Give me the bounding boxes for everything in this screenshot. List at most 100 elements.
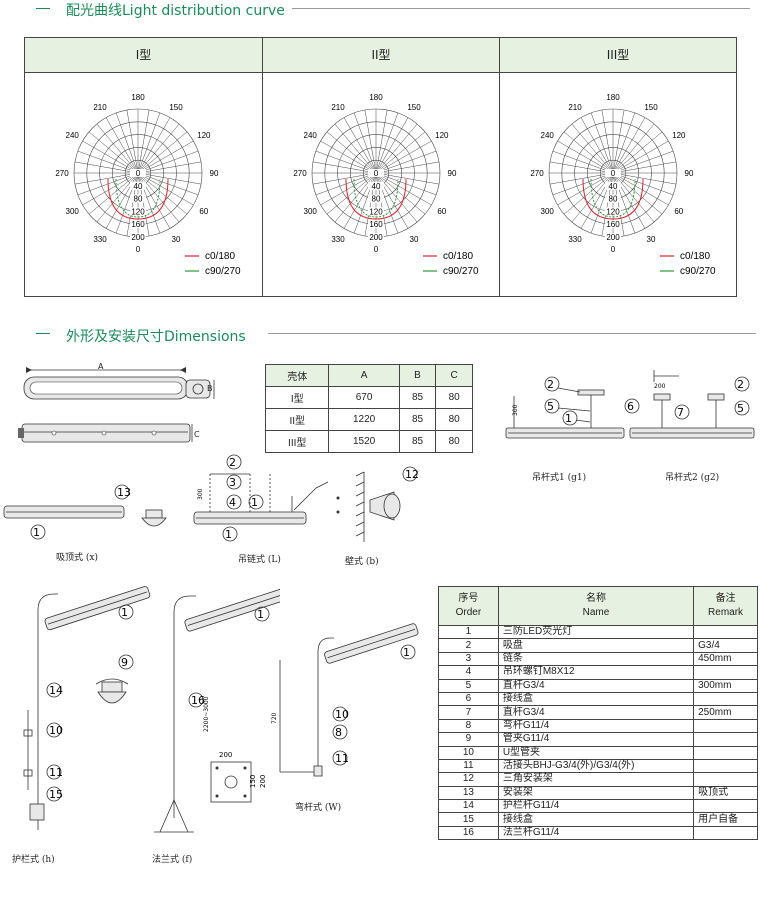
parts-order-cell: 5	[438, 678, 499, 693]
angle-label: 300	[304, 207, 318, 216]
bent-pole-w-drawing: 1 10 8 11 720	[271, 623, 419, 777]
radial-label: 120	[131, 207, 145, 216]
svg-text:1: 1	[33, 526, 40, 539]
section-title-dimensions: 外形及安装尺寸Dimensions	[66, 329, 246, 345]
dim-cell: 80	[435, 408, 473, 431]
parts-order-cell: 14	[438, 799, 499, 814]
svg-text:1: 1	[121, 606, 128, 619]
section-rule	[292, 8, 750, 9]
dim-cell: 80	[435, 430, 473, 453]
angle-label: 30	[172, 235, 181, 244]
dim-cell: 85	[398, 386, 437, 409]
svg-text:2: 2	[229, 456, 236, 469]
svg-text:720: 720	[271, 712, 278, 724]
parts-header-name: 名称 Name	[497, 586, 695, 626]
parts-name-cell: 链条	[497, 651, 695, 667]
radial-label: 160	[131, 220, 145, 229]
radial-label: 40	[609, 182, 618, 191]
angle-label: 150	[169, 103, 183, 112]
angle-label: 240	[541, 131, 555, 140]
pendant-g2-drawing: 6 7 2 5 200	[624, 370, 755, 439]
angle-label: 120	[435, 131, 449, 140]
section-rule	[268, 333, 756, 334]
angle-label: 330	[93, 235, 107, 244]
polar-chart: 1801501209060300330300270240210040801201…	[530, 93, 716, 277]
parts-remark-cell	[693, 718, 758, 734]
dim-row: III型 1520 85 80	[264, 430, 473, 453]
svg-text:9: 9	[121, 656, 128, 669]
svg-text:10: 10	[49, 724, 63, 737]
svg-text:16: 16	[191, 694, 205, 707]
parts-remark-cell	[693, 665, 758, 680]
angle-label: 330	[568, 235, 582, 244]
angle-label: 60	[199, 207, 208, 216]
parts-order-cell: 6	[438, 691, 499, 707]
svg-text:7: 7	[677, 406, 684, 419]
svg-text:11: 11	[335, 752, 349, 765]
parts-order-cell: 2	[438, 638, 499, 653]
svg-text:3: 3	[229, 476, 236, 489]
svg-text:1: 1	[565, 412, 572, 425]
svg-text:14: 14	[49, 684, 63, 697]
angle-label: 0	[374, 245, 379, 254]
caption-x: 吸顶式 (x)	[56, 553, 98, 563]
curve-c0-180	[345, 178, 407, 220]
parts-name-cell: 安装架	[497, 785, 695, 801]
svg-text:2200~3000: 2200~3000	[203, 696, 210, 732]
dim-header: A	[328, 364, 400, 387]
header-en: Name	[582, 607, 610, 618]
parts-order-cell: 4	[438, 665, 499, 680]
radial-label: 120	[606, 207, 620, 216]
parts-remark-cell: 300mm	[693, 678, 758, 693]
radial-label: 80	[134, 195, 143, 204]
parts-order-cell: 3	[438, 651, 499, 667]
radial-label: 80	[609, 195, 618, 204]
parts-remark-cell	[693, 825, 758, 841]
guardrail-h-drawing: 1 14 10 11 15	[23, 586, 151, 830]
curve-c90-270	[353, 178, 399, 218]
parts-order-cell: 8	[438, 718, 499, 734]
svg-text:13: 13	[117, 486, 131, 499]
header-cn: 名称	[585, 593, 606, 604]
svg-text:10: 10	[335, 708, 349, 721]
parts-order-cell: 15	[438, 812, 499, 827]
dim-row: II型 1220 85 80	[264, 408, 473, 431]
dimension-label-b: B	[207, 384, 213, 393]
angle-label: 60	[437, 207, 446, 216]
angle-label: 330	[331, 235, 345, 244]
angle-label: 180	[131, 93, 145, 102]
parts-order-cell: 11	[438, 758, 499, 774]
parts-name-cell: 弯杆G11/4	[497, 718, 695, 734]
dim-cell: II型	[264, 408, 330, 431]
caption-b: 壁式 (b)	[345, 557, 379, 567]
parts-order-cell: 13	[438, 785, 499, 801]
polar-chart: 1801501209060300330300270240210040801201…	[293, 93, 479, 277]
dim-cell: 80	[435, 386, 473, 409]
curve-c0-180	[107, 178, 169, 220]
parts-name-cell: 三防LED荧光灯	[497, 624, 695, 640]
angle-label: 300	[541, 207, 555, 216]
curve-c90-270	[590, 178, 636, 218]
radial-label: 80	[372, 195, 381, 204]
angle-label: 210	[568, 103, 582, 112]
curve-type-label: II型	[263, 38, 499, 73]
svg-text:11: 11	[49, 766, 63, 779]
parts-name-cell: 直杆G3/4	[497, 678, 695, 693]
dim-cell: I型	[264, 386, 330, 409]
parts-name-cell: 护栏杆G11/4	[497, 799, 695, 814]
svg-text:2: 2	[737, 378, 744, 391]
radial-label: 200	[369, 233, 383, 242]
svg-text:1: 1	[257, 608, 264, 621]
caption-w: 弯杆式 (W)	[295, 803, 342, 813]
radial-label: 0	[611, 169, 616, 178]
parts-name-cell: U型管夹	[497, 745, 695, 760]
legend-label: c90/270	[443, 266, 479, 277]
angle-label: 240	[66, 131, 80, 140]
caption-h: 护栏式 (h)	[12, 855, 55, 865]
svg-text:300: 300	[197, 488, 204, 500]
